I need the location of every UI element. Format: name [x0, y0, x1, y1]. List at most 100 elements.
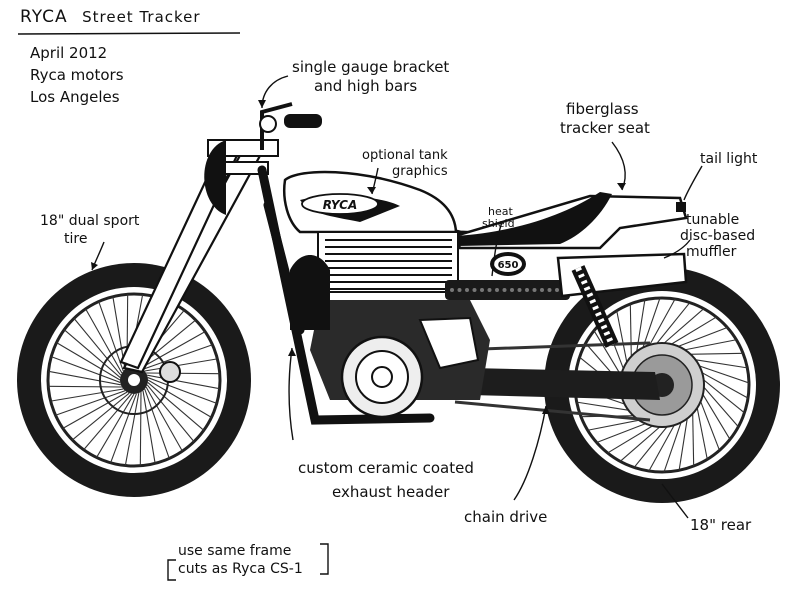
title-main: RYCA	[20, 7, 68, 27]
heat-shield-perforation	[450, 288, 454, 292]
heat-shield-perforation	[495, 288, 499, 292]
heat-shield-perforation	[457, 288, 462, 292]
spoke	[593, 330, 624, 379]
note-tail-light: tail light	[700, 151, 758, 167]
spoke	[692, 410, 695, 467]
spoke	[124, 393, 140, 466]
spoke	[144, 358, 218, 372]
spoke	[50, 388, 124, 402]
spoke	[48, 370, 121, 386]
spoke	[701, 384, 739, 428]
spoke	[587, 419, 643, 431]
title-sub: Street Tracker	[82, 8, 201, 26]
spoke	[675, 327, 728, 348]
title-block: RYCA Street Tracker	[20, 8, 201, 27]
spoke	[72, 392, 130, 441]
headlight	[204, 140, 226, 215]
spoke	[73, 318, 122, 376]
spoke	[648, 422, 677, 472]
swingarm	[470, 368, 660, 400]
spoke	[147, 374, 220, 390]
spoke	[147, 379, 212, 418]
spoke	[83, 393, 132, 451]
spoke	[145, 386, 183, 452]
heat-shield-perforation	[540, 288, 544, 292]
heat-shield-perforation	[517, 288, 522, 292]
heat-shield-perforation	[510, 288, 514, 292]
spoke	[147, 382, 205, 431]
spoke	[62, 391, 128, 429]
header-company: Ryca motors	[30, 66, 124, 84]
heat-shield-perforation	[472, 288, 477, 292]
spoke	[96, 393, 135, 458]
header-info: April 2012 Ryca motors Los Angeles	[30, 42, 124, 108]
spoke	[140, 331, 206, 369]
spoke	[692, 358, 748, 369]
spoke	[654, 302, 691, 346]
engine	[310, 231, 490, 419]
heat-shield-perforation	[487, 288, 492, 292]
header-city: Los Angeles	[30, 88, 120, 106]
spoke	[85, 308, 123, 374]
spoke	[139, 392, 142, 466]
spoke	[142, 390, 156, 464]
arrow-heads	[91, 100, 626, 414]
front-wheel	[17, 263, 251, 497]
note-heat-shield: heat shield	[482, 205, 515, 230]
heat-shield-perforation	[480, 288, 484, 292]
spoke	[701, 377, 745, 414]
spoke	[146, 384, 195, 442]
note-front-tire: 18" dual sport tire	[40, 213, 140, 247]
title-underline	[17, 32, 241, 35]
note-chain-drive: chain drive	[464, 508, 548, 526]
spoke	[51, 356, 121, 383]
note-seat: fiberglass tracker seat	[560, 100, 650, 137]
spoke	[687, 352, 744, 355]
spoke	[641, 297, 661, 351]
spoke	[668, 316, 717, 347]
spoke	[48, 385, 122, 388]
spoke	[616, 310, 628, 366]
spoke	[146, 372, 220, 375]
spoke	[633, 424, 670, 468]
spoke	[576, 401, 632, 412]
spoke	[696, 364, 750, 384]
side-cover-badge	[490, 252, 526, 276]
spoke	[699, 398, 720, 451]
header-date: April 2012	[30, 44, 108, 62]
heat-shield-perforation	[555, 288, 559, 292]
note-exhaust: custom ceramic coated exhaust header	[298, 459, 474, 501]
heat-shield-perforation	[465, 288, 469, 292]
spoke	[700, 391, 731, 440]
spoke	[142, 344, 213, 370]
exhaust-header	[290, 255, 570, 330]
spoke	[144, 388, 170, 459]
spoke	[663, 419, 683, 473]
spoke	[55, 390, 126, 416]
spoke	[629, 303, 632, 360]
heat-shield-perforation	[525, 288, 529, 292]
note-frame: use same frame cuts as Ryca CS-1	[178, 543, 303, 577]
spoke	[98, 301, 124, 372]
seat-tail	[453, 192, 688, 250]
fuel-tank	[283, 170, 458, 234]
rear-shock	[571, 265, 619, 348]
heat-shield-perforation	[547, 288, 552, 292]
spoke	[696, 404, 708, 460]
spoke	[635, 299, 646, 355]
note-muffler: tunable disc-based muffler	[680, 212, 756, 260]
spoke	[110, 393, 137, 463]
spoke	[678, 415, 689, 471]
note-tank-graphics: optional tank graphics	[362, 148, 448, 179]
spoke	[647, 298, 676, 348]
spoke	[661, 308, 705, 346]
tank-logo: RYCA	[323, 198, 358, 212]
spoke	[56, 342, 121, 381]
spoke	[607, 423, 656, 454]
heat-shield-perforation	[502, 288, 507, 292]
note-gauge-bracket: single gauge bracket and high bars	[292, 58, 450, 95]
spoke	[63, 329, 121, 378]
note-rear-tire: 18" rear	[690, 516, 752, 534]
spoke	[681, 339, 737, 351]
